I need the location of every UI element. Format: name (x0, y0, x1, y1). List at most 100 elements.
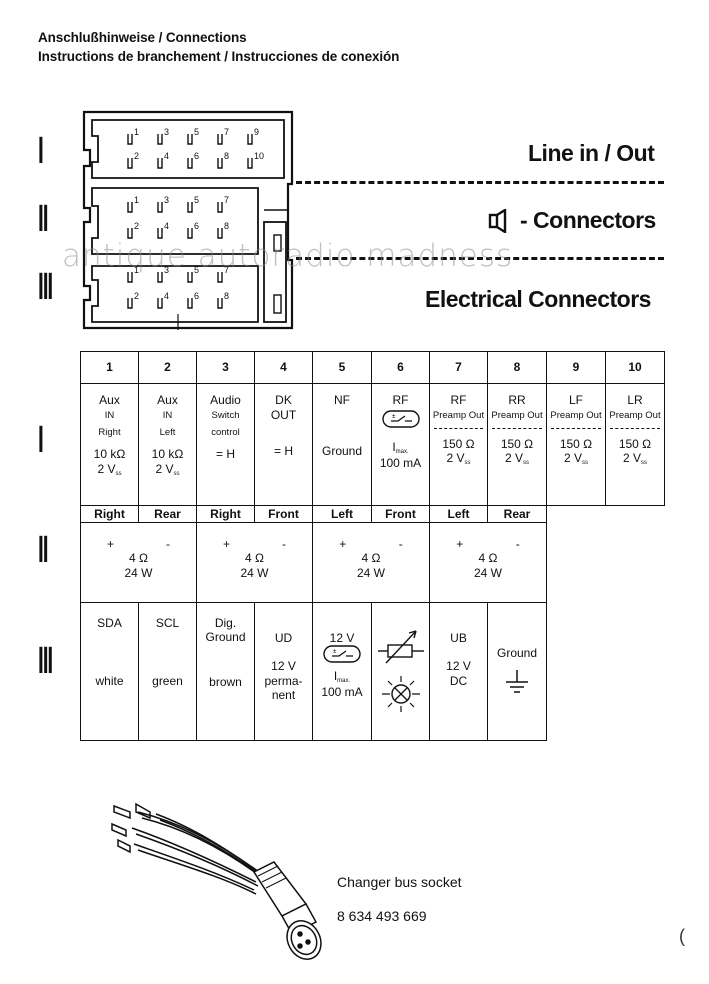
cell-text: UB (450, 631, 467, 645)
pin-number: 1 (80, 351, 139, 384)
pin-label: 4 (164, 221, 169, 231)
cell-illumination (371, 602, 430, 741)
dashed-divider (610, 427, 660, 429)
plus-sign: + (106, 537, 114, 551)
speaker-head: Right (80, 505, 139, 523)
pin-label: 2 (134, 151, 139, 161)
pin-number: 9 (546, 351, 606, 384)
ground-symbol-icon (506, 670, 528, 694)
title-speaker-connectors: - Connectors (488, 207, 656, 234)
cell-text: SDA (97, 616, 122, 630)
pin-label: 4 (164, 291, 169, 301)
cell-voltage: 2 Vss (81, 462, 138, 478)
pin-label: 3 (164, 265, 169, 275)
cell-ub: UB 12 V DC (429, 602, 488, 741)
cell-text: 2 V (446, 451, 465, 466)
cell-lr-preamp: LR Preamp Out 150 Ω 2 Vss (605, 383, 665, 506)
switched-supply-icon: ± (323, 645, 361, 664)
pin-assignment-table: 1 2 3 4 5 6 7 8 9 10 Aux IN Right 10 kΩ … (80, 351, 665, 741)
pin-label: 8 (224, 221, 229, 231)
minus-sign: - (281, 537, 286, 551)
cell-text: Left (159, 426, 176, 438)
lamp-icon (381, 676, 420, 713)
cell-text: 12 V (271, 659, 296, 674)
pin-number: 5 (312, 351, 372, 384)
cell-text: 2 V (155, 461, 174, 476)
pin-number: 7 (429, 351, 488, 384)
cell-text: control (211, 426, 240, 438)
impedance: 4 Ω (478, 551, 498, 566)
pin-number: 10 (605, 351, 665, 384)
cell-sda: SDA white (80, 602, 139, 741)
header-title-1: Anschlußhinweise / Connections (38, 30, 247, 45)
impedance: 4 Ω (361, 551, 381, 566)
cell-text: = H (273, 443, 293, 458)
speaker-head: Left (429, 505, 488, 523)
cell-text: UD (274, 631, 293, 645)
dashed-divider (492, 427, 542, 429)
part-number: 8 634 493 669 (337, 908, 427, 924)
cell-rr-preamp: RR Preamp Out 150 Ω 2 Vss (487, 383, 547, 506)
cell-current: Imax. (313, 669, 371, 685)
impedance: 4 Ω (245, 551, 264, 566)
cell-voltage: 2 Vss (139, 462, 196, 478)
cell-scl: SCL green (138, 602, 197, 741)
cell-nf-ground: NF Ground (312, 383, 372, 506)
cell-voltage: 2 Vss (547, 451, 605, 467)
power: 24 W (473, 565, 502, 580)
cell-rf-preamp: RF Preamp Out 150 Ω 2 Vss (429, 383, 488, 506)
pin-label: 6 (194, 221, 199, 231)
cell-aux-in-left: Aux IN Left 10 kΩ 2 Vss (138, 383, 197, 506)
speaker-connectors-label: - Connectors (520, 207, 656, 233)
empty-cell (546, 602, 665, 741)
pin-number: 3 (196, 351, 255, 384)
cell-sub: ss (582, 460, 588, 467)
cell-text: nent (271, 688, 296, 703)
pin-label: 2 (134, 221, 139, 231)
cell-text: 2 V (504, 451, 523, 466)
roman-I-top: I (38, 130, 44, 172)
speaker-front-right: +- 4 Ω 24 W (196, 522, 313, 603)
cell-text: Switch (211, 410, 240, 422)
iso-connector-diagram: 1 3 5 7 9 2 4 6 8 10 1 3 5 7 2 4 6 8 1 3… (82, 110, 294, 330)
cell-text: brown (209, 674, 242, 689)
cell-lf-preamp: LF Preamp Out 150 Ω 2 Vss (546, 383, 606, 506)
cell-text: Preamp Out (550, 410, 602, 422)
cell-ground: Ground (487, 602, 547, 741)
pin-label: 8 (224, 291, 229, 301)
watermark: antique autoradio madness (62, 238, 514, 274)
cell-text: Dig. (214, 616, 237, 630)
cell-text: 150 Ω (500, 436, 534, 451)
cell-text: 150 Ω (618, 436, 652, 451)
speaker-rear-left: +- 4 Ω 24 W (429, 522, 547, 603)
cell-text: Preamp Out (432, 410, 485, 422)
pin-label: 7 (224, 127, 229, 137)
cell-text: Ground (496, 646, 538, 660)
pin-label: 3 (164, 127, 169, 137)
pin-number: 4 (254, 351, 313, 384)
minus-sign: - (165, 537, 170, 551)
speaker-head: Right (196, 505, 255, 523)
cell-text: white (95, 674, 124, 689)
power: 24 W (124, 565, 153, 580)
cell-text: SCL (155, 616, 180, 630)
pin-label: 3 (164, 195, 169, 205)
changer-bus-caption: Changer bus socket (337, 874, 462, 890)
minus-sign: - (515, 537, 520, 551)
svg-text:±: ± (333, 649, 337, 655)
cell-sub: ss (523, 460, 529, 467)
pin-label: 7 (224, 195, 229, 205)
power: 24 W (240, 565, 269, 580)
cell-text: 2 V (622, 451, 641, 466)
cell-dig-ground: Dig. Ground brown (196, 602, 255, 741)
cell-sub: max. (395, 448, 409, 455)
cell-text: LR (627, 393, 643, 407)
pin-label: 6 (194, 291, 199, 301)
cell-dk-out: DK OUT = H (254, 383, 313, 506)
cell-text: 2 V (563, 451, 582, 466)
dashed-divider (434, 427, 483, 429)
cell-sub: ss (173, 470, 180, 477)
pin-number: 8 (487, 351, 547, 384)
cell-voltage: 2 Vss (430, 451, 487, 467)
pin-label: 5 (194, 265, 199, 275)
